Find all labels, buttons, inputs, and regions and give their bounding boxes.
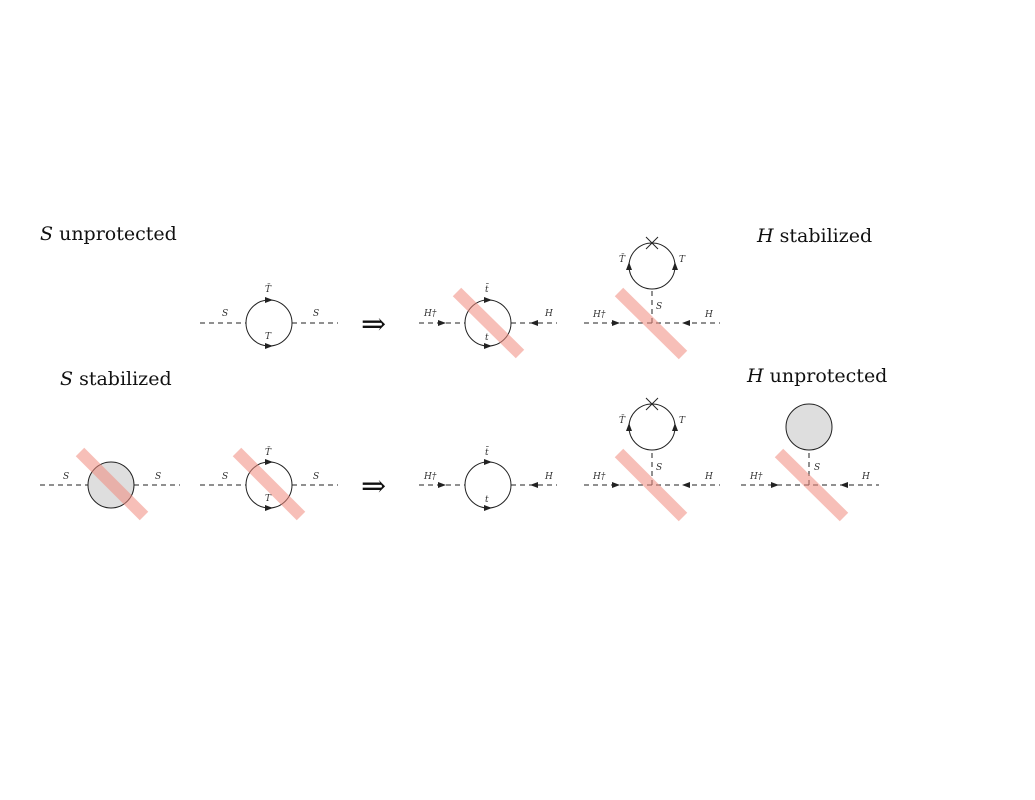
diagram-h-tadpole-blob: S H† H [741,403,879,522]
particle-label: t [485,333,489,343]
arrow-left-icon [530,320,538,326]
particle-label: S [656,302,662,312]
arrow-right-icon [484,459,492,465]
cross-out-slash [452,287,525,359]
arrow-right-icon [484,297,492,303]
cross-out-slash [774,448,849,522]
arrow-right-icon [265,343,273,349]
arrow-left-icon [682,320,690,326]
particle-label: T̄ [619,253,626,265]
diagram-h-toploop-bottom: H† H t̄ t [419,446,557,511]
label-h-stabilized: H stabilized [756,225,872,247]
arrow-up-icon [626,262,632,270]
particle-label: H [704,310,713,320]
arrow-right-icon [265,505,273,511]
particle-label: T [265,494,272,504]
diagram-s-blob: S S [40,447,180,521]
particle-label: S [155,472,161,482]
particle-label: T [679,255,686,265]
particle-label: H [544,309,553,319]
cross-mark-icon [645,397,659,411]
particle-label: T̄ [265,446,272,458]
particle-label: H [704,472,713,482]
diagram-h-toploop-top: H† H t̄ t [419,283,557,359]
particle-label: T̄ [619,414,626,426]
particle-label: H† [749,472,763,482]
particle-label: t̄ [485,446,489,458]
arrow-right-icon [265,297,273,303]
particle-label: H† [592,310,606,320]
label-h-unprotected: H unprotected [746,365,887,387]
cross-mark-icon [645,236,659,250]
particle-label: S [313,309,319,319]
particle-label: H† [592,472,606,482]
label-s-unprotected: S unprotected [40,223,177,245]
arrow-right-icon [612,320,620,326]
diagram-s-loop-top: S S T̄ T [200,283,338,349]
arrow-up-icon [626,423,632,431]
particle-label: H [544,472,553,482]
arrow-up-icon [672,262,678,270]
particle-label: H† [423,472,437,482]
particle-label: t̄ [485,283,489,295]
particle-label: T [679,416,686,426]
implies-arrow-top: ⇒ [361,307,386,342]
arrow-left-icon [530,482,538,488]
particle-label: t [485,495,489,505]
cross-out-slash [232,447,306,521]
particle-label: H [861,472,870,482]
cross-out-slash [614,448,688,522]
particle-label: S [313,472,319,482]
cross-out-slash [75,447,149,521]
particle-label: H† [423,309,437,319]
diagram-h-tadpole-top: T̄ T S H† H [584,236,720,360]
particle-label: T [265,332,272,342]
arrow-left-icon [682,482,690,488]
arrow-right-icon [438,320,446,326]
particle-label: S [814,463,820,473]
diagram-s-loop-bottom: S S T̄ T [200,446,338,521]
arrow-right-icon [771,482,779,488]
arrow-up-icon [672,423,678,431]
arrow-right-icon [438,482,446,488]
particle-label: S [222,472,228,482]
particle-label: S [656,463,662,473]
arrow-right-icon [484,343,492,349]
particle-label: S [222,309,228,319]
cross-out-slash [614,287,688,360]
particle-label: T̄ [265,283,272,295]
arrow-right-icon [265,459,273,465]
arrow-right-icon [484,505,492,511]
arrow-right-icon [612,482,620,488]
arrow-left-icon [840,482,848,488]
particle-label: S [63,472,69,482]
diagram-h-tadpole-bottom: T̄ T S H† H [584,397,720,522]
implies-arrow-bottom: ⇒ [361,469,386,504]
label-s-stabilized: S stabilized [60,368,172,390]
